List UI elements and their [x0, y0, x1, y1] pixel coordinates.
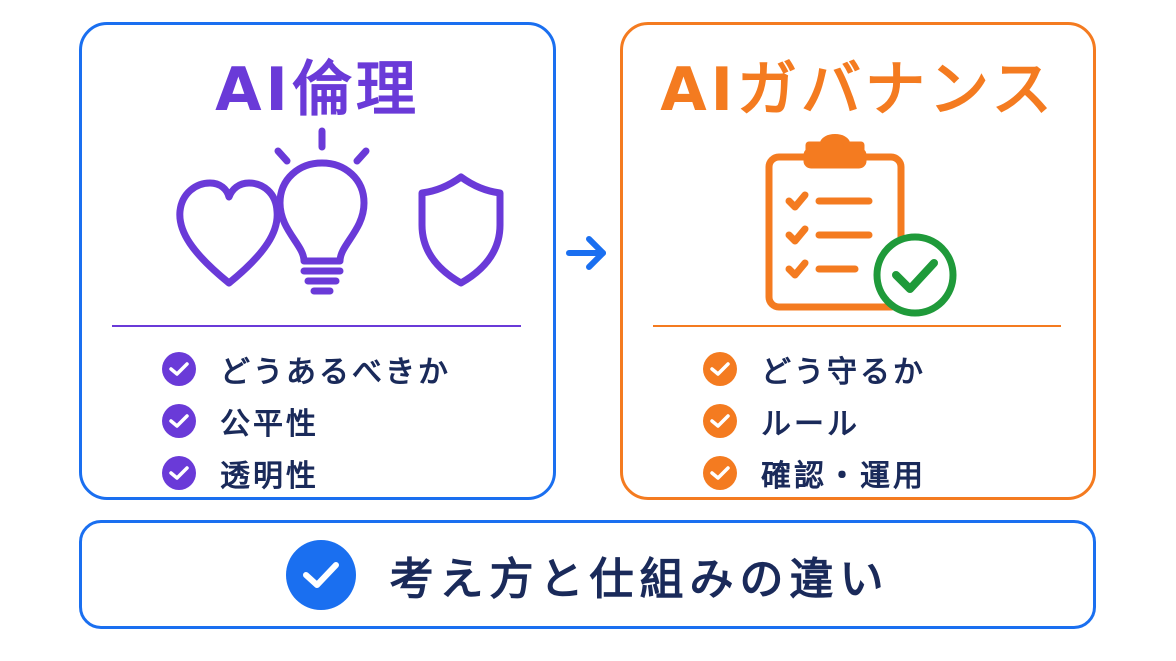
ethics-icons	[176, 127, 504, 295]
check-circle-icon	[703, 456, 737, 490]
list-item-label: ルール	[761, 407, 860, 442]
list-item: どう守るか	[703, 343, 926, 395]
check-circle-icon	[162, 352, 196, 386]
check-circle-icon	[703, 404, 737, 438]
arrow-right-icon	[566, 236, 606, 270]
lightbulb-icon	[274, 127, 370, 295]
clipboard-checklist-icon	[765, 134, 905, 311]
list-item-label: 公平性	[220, 407, 319, 442]
list-item: 確認・運用	[703, 447, 926, 499]
list-item: どうあるべきか	[162, 343, 451, 395]
heart-icon	[176, 179, 281, 287]
ethics-title: AI倫理	[215, 55, 420, 125]
governance-panel: AIガバナンス どう守るか	[620, 22, 1096, 500]
shield-icon	[418, 173, 504, 287]
governance-title: AIガバナンス	[660, 55, 1056, 125]
governance-icons	[765, 134, 957, 317]
list-item: 透明性	[162, 447, 451, 499]
governance-list: どう守るか ルール 確認・運用	[703, 343, 926, 499]
list-item-label: 透明性	[220, 459, 319, 494]
check-badge-icon	[873, 233, 957, 317]
ethics-panel: AI倫理 どうあるべきか	[79, 22, 556, 500]
summary-banner: 考え方と仕組みの違い	[79, 520, 1096, 629]
check-circle-icon	[703, 352, 737, 386]
ethics-divider	[112, 325, 521, 327]
list-item: ルール	[703, 395, 926, 447]
list-item-label: 確認・運用	[761, 459, 926, 494]
governance-divider	[653, 325, 1061, 327]
list-item-label: どうあるべきか	[220, 355, 451, 390]
banner-text: 考え方と仕組みの違い	[389, 553, 890, 605]
list-item-label: どう守るか	[761, 355, 926, 390]
check-circle-icon	[162, 456, 196, 490]
check-circle-icon	[285, 539, 356, 610]
check-circle-icon	[162, 404, 196, 438]
ethics-list: どうあるべきか 公平性 透明性	[162, 343, 451, 499]
list-item: 公平性	[162, 395, 451, 447]
